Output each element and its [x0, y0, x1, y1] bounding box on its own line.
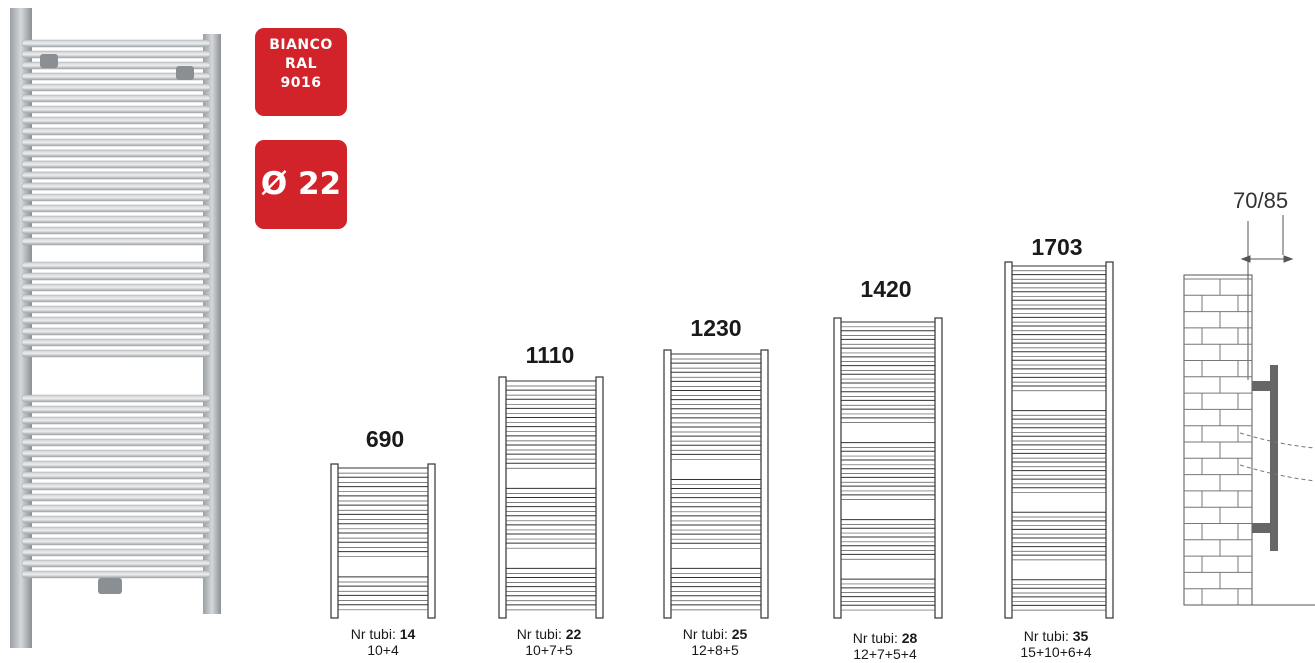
color-badge-line3: 9016 [280, 75, 322, 91]
radiator-drawing-1230 [663, 349, 769, 619]
radiator-drawings [330, 261, 1114, 619]
tubes-split: 12+8+5 [691, 642, 739, 658]
tubes-count: 35 [1072, 628, 1089, 644]
tubes-info-690: Nr tubi: 14 10+4 [313, 626, 453, 658]
radiator-drawing-1703 [1004, 261, 1114, 619]
tubes-label: Nr tubi: [1023, 628, 1069, 644]
radiator-drawing-1110 [498, 376, 604, 619]
tubes-split: 10+4 [367, 642, 399, 658]
height-label-1420: 1420 [860, 276, 912, 302]
tubes-info-1703: Nr tubi: 35 15+10+6+4 [986, 628, 1126, 660]
side-view-drawing [1183, 215, 1315, 606]
color-badge-line2: RAL [284, 56, 318, 72]
tubes-split: 12+7+5+4 [853, 646, 917, 662]
tubes-split: 15+10+6+4 [1020, 644, 1092, 660]
color-badge-line1: BIANCO [269, 37, 333, 53]
tubes-label: Nr tubi: [516, 626, 562, 642]
diameter-badge: Ø 22 [255, 140, 347, 229]
height-label-1703: 1703 [1031, 234, 1083, 260]
tubes-count: 28 [901, 630, 918, 646]
tubes-count: 14 [399, 626, 416, 642]
radiator-drawing-690 [330, 463, 436, 619]
color-badge: BIANCO RAL 9016 [255, 28, 347, 116]
tubes-label: Nr tubi: [350, 626, 396, 642]
tubes-count: 25 [731, 626, 748, 642]
height-label-690: 690 [365, 426, 405, 452]
tubes-info-1230: Nr tubi: 25 12+8+5 [645, 626, 785, 658]
wall-distance-label: 70/85 [1233, 188, 1289, 213]
radiator-drawing-1420 [833, 317, 943, 619]
tubes-info-1420: Nr tubi: 28 12+7+5+4 [815, 630, 955, 662]
tubes-label: Nr tubi: [682, 626, 728, 642]
tubes-split: 10+7+5 [525, 642, 573, 658]
height-label-1230: 1230 [690, 315, 742, 341]
tubes-label: Nr tubi: [852, 630, 898, 646]
tubes-count: 22 [565, 626, 582, 642]
height-label-1110: 1110 [525, 342, 575, 368]
tubes-info-1110: Nr tubi: 22 10+7+5 [479, 626, 619, 658]
radiator-product-photo [10, 8, 221, 648]
